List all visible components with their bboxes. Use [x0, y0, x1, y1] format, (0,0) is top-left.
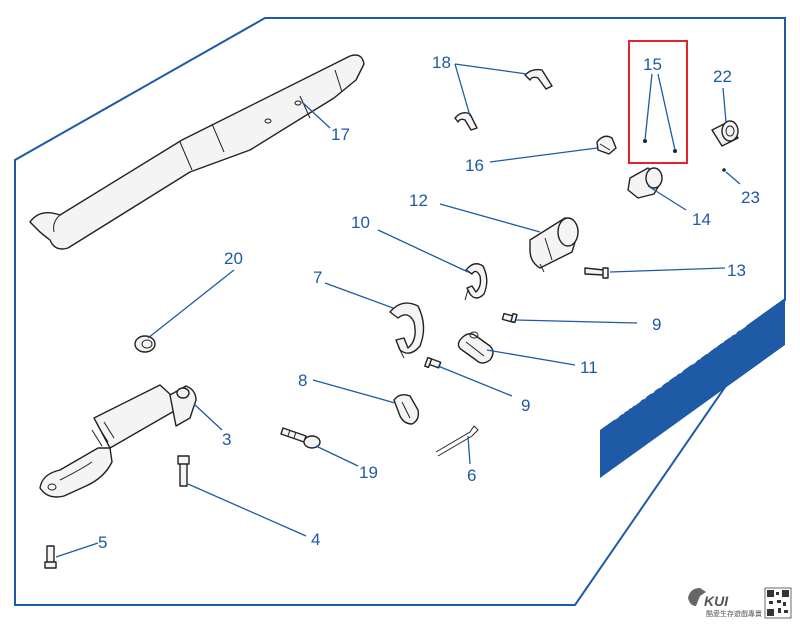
leader-lines [55, 63, 741, 558]
callout-4: 4 [311, 530, 320, 549]
part-19-pin [280, 427, 321, 449]
callout-12: 12 [409, 191, 428, 210]
brand-logo-icon [688, 588, 706, 606]
part-8-swivel [393, 393, 420, 425]
callout-5: 5 [98, 533, 107, 552]
part-23-pin [722, 168, 726, 172]
part-17-handguard [29, 54, 365, 250]
part-9a-screw [501, 312, 518, 324]
part-16 [596, 135, 617, 155]
callout-8: 8 [298, 371, 307, 390]
callout-6: 6 [467, 466, 476, 485]
callout-3: 3 [222, 430, 231, 449]
brand-name: KUI [704, 593, 729, 609]
part-10-band [464, 263, 488, 301]
callout-9a: 9 [652, 315, 661, 334]
callout-15: 15 [643, 55, 662, 74]
callout-17: 17 [331, 125, 350, 144]
callout-14: 14 [692, 210, 711, 229]
brand-tagline: 酷愛生存遊戲專賣 [706, 609, 762, 618]
part-11-swivel [457, 331, 494, 364]
part-5-screw [44, 545, 57, 569]
callout-7: 7 [313, 268, 322, 287]
part-9b-screw [424, 356, 442, 369]
callout-10: 10 [351, 213, 370, 232]
callout-18: 18 [432, 53, 451, 72]
part-18-clips [454, 68, 553, 131]
highlight-box [628, 40, 688, 164]
brand-block: KUI 酷愛生存遊戲專賣 [688, 587, 792, 619]
qr-code-icon [764, 587, 792, 619]
part-12-band [529, 217, 579, 273]
part-13-screw [584, 267, 609, 279]
part-4-screw [177, 455, 190, 487]
part-3-trigger-guard [39, 384, 197, 498]
callout-16: 16 [465, 156, 484, 175]
callout-11: 11 [580, 358, 598, 377]
callout-19: 19 [359, 463, 378, 482]
callout-9b: 9 [521, 396, 530, 415]
callout-13: 13 [727, 261, 746, 280]
callout-22: 22 [713, 67, 732, 86]
part-7-band [389, 302, 425, 359]
callout-labels: 18 15 22 17 16 23 12 14 10 20 13 7 9 11 … [98, 53, 760, 552]
part-15-pins [643, 139, 677, 153]
callout-23: 23 [741, 188, 760, 207]
part-6-spring [435, 425, 479, 457]
part-22-ring [711, 120, 739, 147]
part-14-sleeve [627, 167, 663, 199]
callout-20: 20 [224, 249, 243, 268]
part-20-nut [134, 335, 156, 353]
